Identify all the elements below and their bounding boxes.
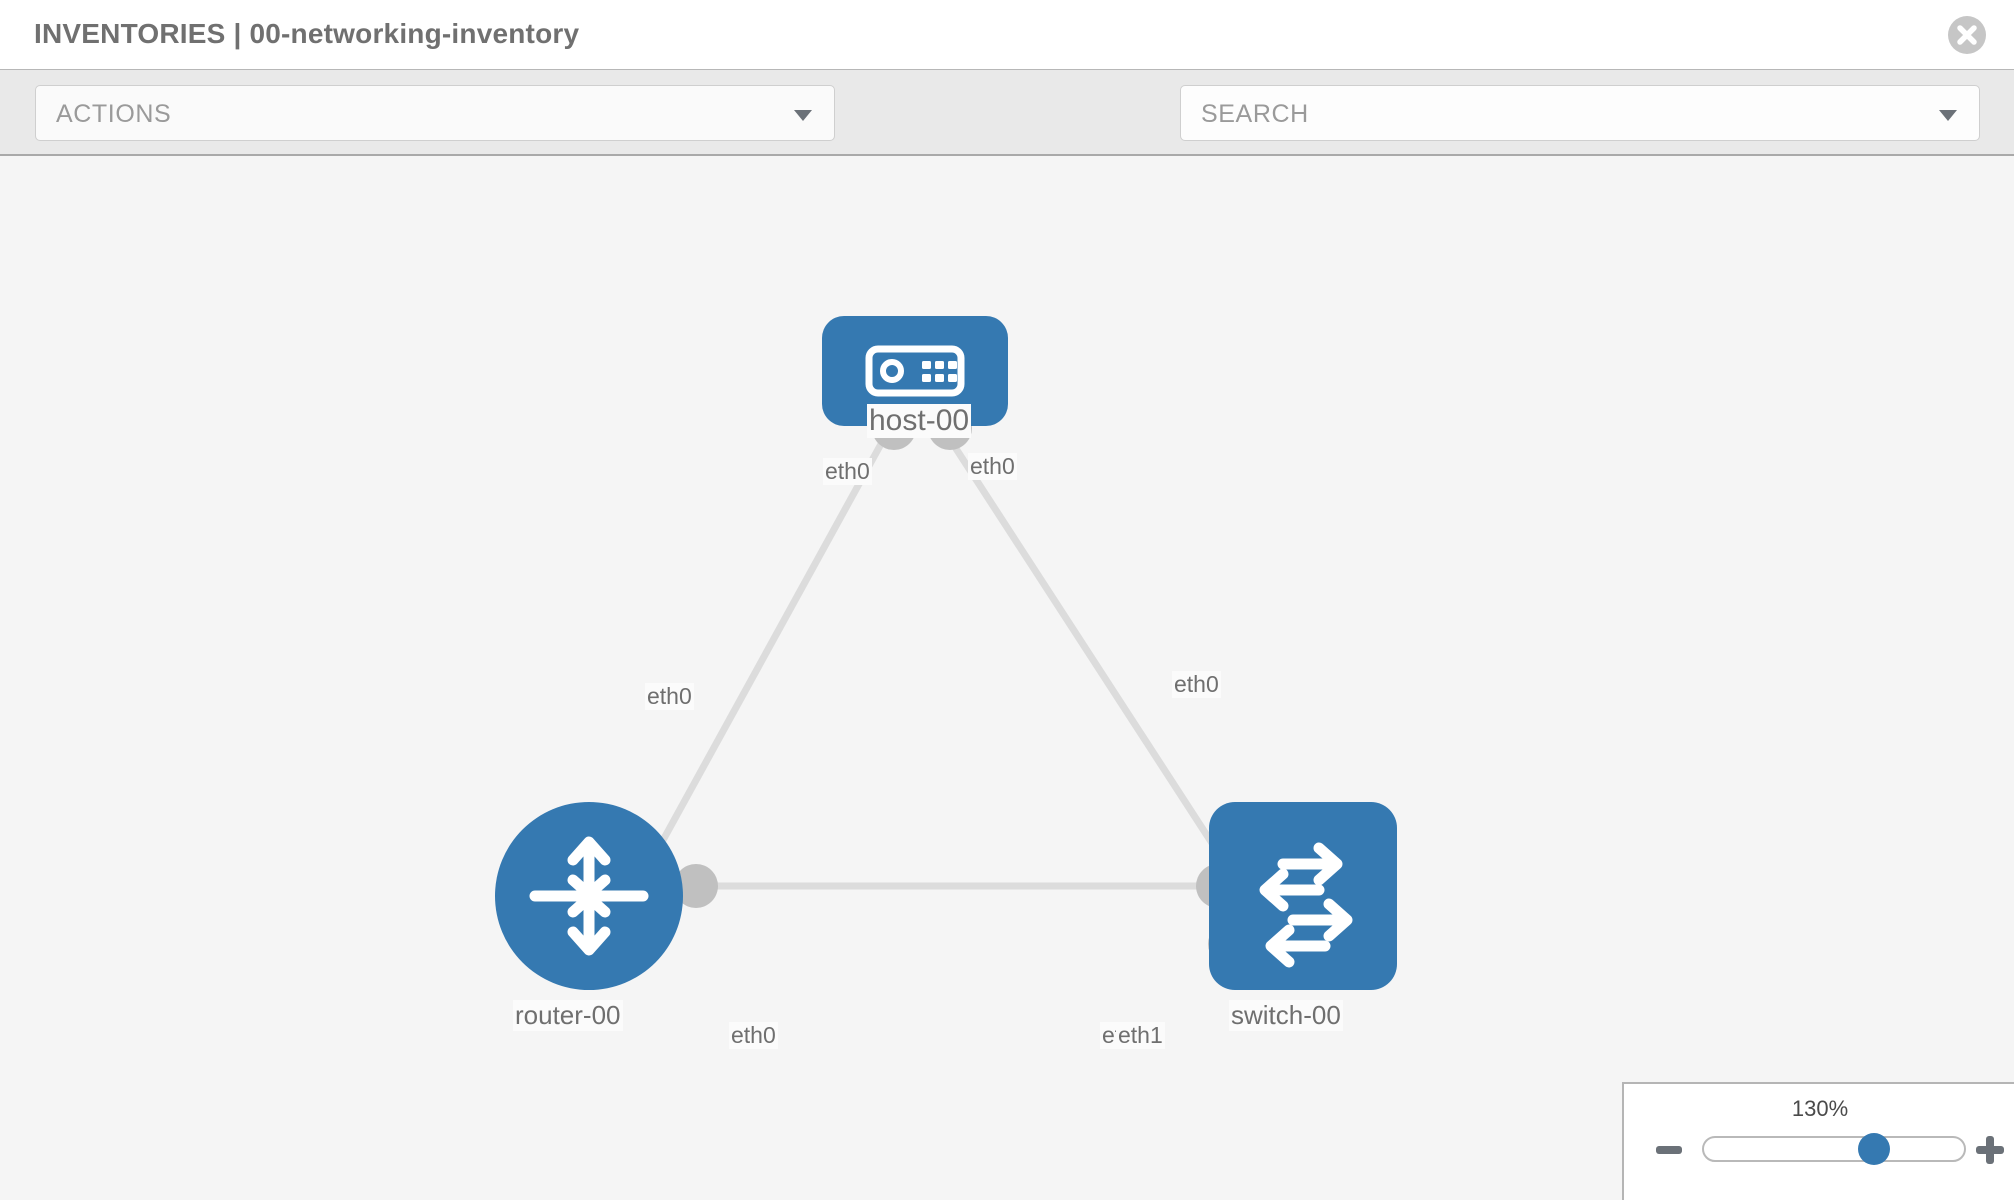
topology-edges [636,422,1235,890]
topology-canvas[interactable]: host-00 [0,156,2014,1200]
node-switch-00-shape[interactable] [1209,802,1397,990]
edge-label-host-router: eth0 [823,458,872,485]
node-switch-00-label: switch-00 [1229,1000,1343,1031]
node-router-00-label: router-00 [513,1000,623,1031]
close-icon[interactable] [1948,16,1986,54]
zoom-level-label: 130% [1791,1096,1849,1121]
zoom-out-button[interactable] [1656,1146,1682,1154]
chevron-down-icon [794,110,812,121]
actions-dropdown[interactable]: ACTIONS [35,85,835,141]
zoom-slider-handle[interactable] [1858,1133,1890,1165]
zoom-in-button[interactable] [1976,1136,2004,1164]
page-title: INVENTORIES | 00-networking-inventory [34,18,580,49]
edge-label-switch-router-overlap: eth1 [1116,1022,1165,1049]
server-icon [865,345,965,397]
actions-dropdown-label: ACTIONS [56,100,172,128]
toolbar: ACTIONS SEARCH [0,70,2014,201]
edge-label-host-switch: eth0 [968,453,1017,480]
edge-label-router-host: eth0 [645,683,694,710]
search-input[interactable]: SEARCH [1180,85,1980,141]
zoom-slider-track[interactable] [1702,1136,1966,1162]
zoom-control: 130% [1622,1082,2014,1200]
switch-arrows-icon [1259,842,1353,968]
router-arrows-icon [529,836,649,956]
search-placeholder: SEARCH [1201,100,1309,128]
edge-label-router-switch: eth0 [729,1022,778,1049]
edge-label-switch-host: eth0 [1172,671,1221,698]
chevron-down-icon[interactable] [1939,110,1957,121]
node-router-00-shape[interactable] [495,802,683,990]
page-header: INVENTORIES | 00-networking-inventory [0,0,2014,70]
node-host-00-label: host-00 [867,404,972,438]
